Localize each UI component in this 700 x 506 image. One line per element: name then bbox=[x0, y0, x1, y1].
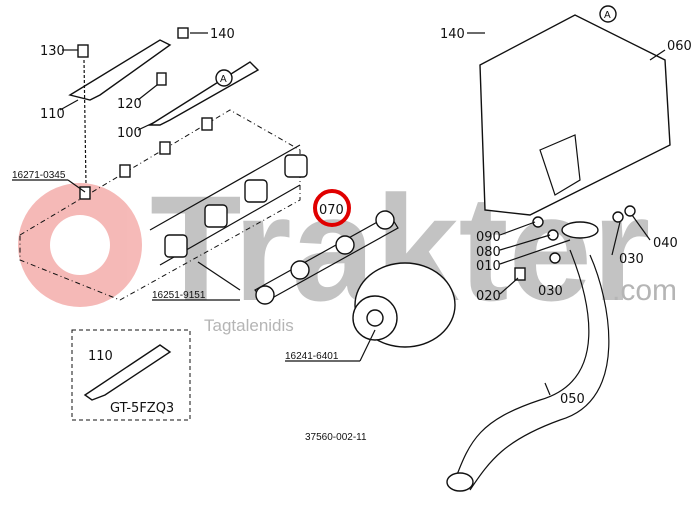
label-010: 010 bbox=[476, 259, 501, 274]
drawing-number: 37560-002-11 bbox=[305, 432, 367, 443]
label-16271-0345: 16271-0345 bbox=[12, 170, 66, 181]
label-120: 120 bbox=[117, 97, 142, 112]
label-140: 140 bbox=[210, 27, 235, 42]
label-100: 100 bbox=[117, 126, 142, 141]
label-030-b: 030 bbox=[619, 252, 644, 267]
inset-label-110: 110 bbox=[88, 349, 113, 364]
leader-lines bbox=[12, 32, 666, 396]
label-090: 090 bbox=[476, 230, 501, 245]
label-060: 060 bbox=[667, 39, 692, 54]
label-130: 130 bbox=[40, 44, 65, 59]
label-070: 070 bbox=[319, 203, 344, 218]
alternator bbox=[352, 262, 456, 348]
label-110: 110 bbox=[40, 107, 65, 122]
hooks bbox=[68, 27, 260, 186]
label-16241-6401: 16241-6401 bbox=[285, 351, 339, 362]
label-140-b: 140 bbox=[440, 27, 465, 42]
watermark-domain: .com bbox=[612, 274, 677, 307]
label-040: 040 bbox=[653, 236, 678, 251]
watermark-sub: Tagtalenidis bbox=[204, 316, 294, 335]
label-080: 080 bbox=[476, 245, 501, 260]
highlight-circle bbox=[313, 189, 351, 227]
ref-a-muffler: A bbox=[604, 10, 611, 21]
muffler bbox=[479, 14, 671, 216]
label-16251-9151: 16251-9151 bbox=[152, 290, 206, 301]
label-050: 050 bbox=[560, 392, 585, 407]
stud bbox=[197, 261, 241, 291]
exhaust-pipe bbox=[454, 249, 610, 491]
label-030-a: 030 bbox=[538, 284, 563, 299]
label-020: 020 bbox=[476, 289, 501, 304]
exhaust-manifold bbox=[19, 109, 308, 301]
inset-code: GT-5FZQ3 bbox=[110, 401, 174, 416]
watermark-logo bbox=[18, 183, 142, 307]
inset-box bbox=[71, 329, 191, 421]
ref-a-hook: A bbox=[220, 74, 227, 85]
